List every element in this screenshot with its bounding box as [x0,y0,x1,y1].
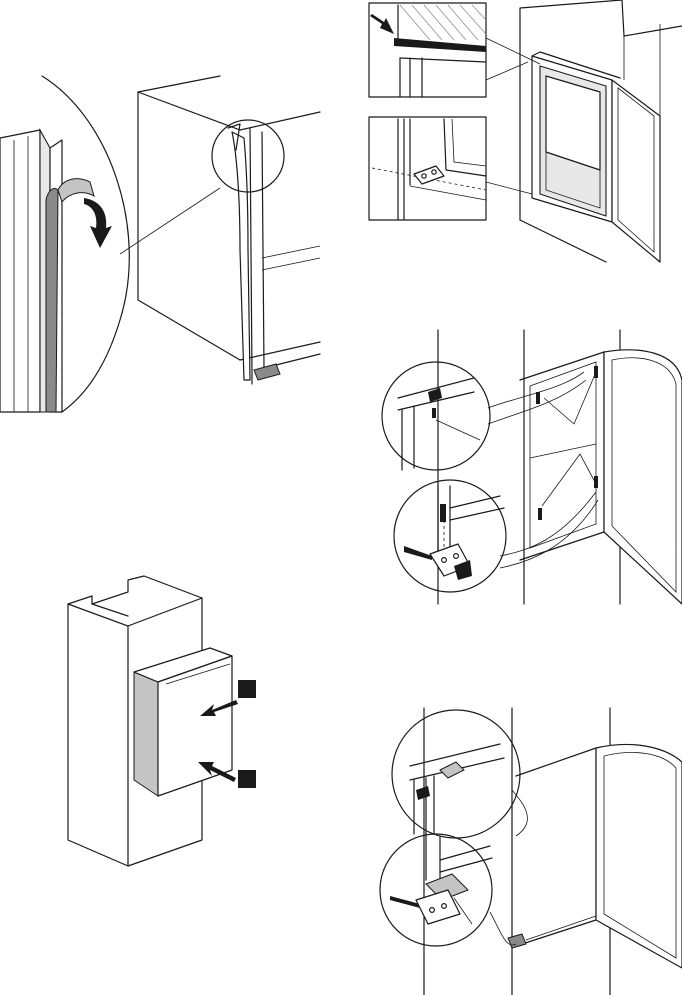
pointer-arrow-icon [370,14,394,34]
figure-cabinet-door-alignment [68,576,256,866]
figure-door-seal-inspection [369,0,682,262]
cabinet-outline [138,76,240,360]
figure-hinge-cover-caps [380,708,682,995]
callout-marker [238,770,256,788]
figure-gasket-removal [0,76,320,412]
callout-marker [212,120,284,192]
figure-door-hinge-screws [382,330,682,604]
callout-marker [238,680,256,698]
curved-arrow-icon [84,198,112,248]
appliance-door [134,672,158,796]
gasket-strip [46,188,58,412]
